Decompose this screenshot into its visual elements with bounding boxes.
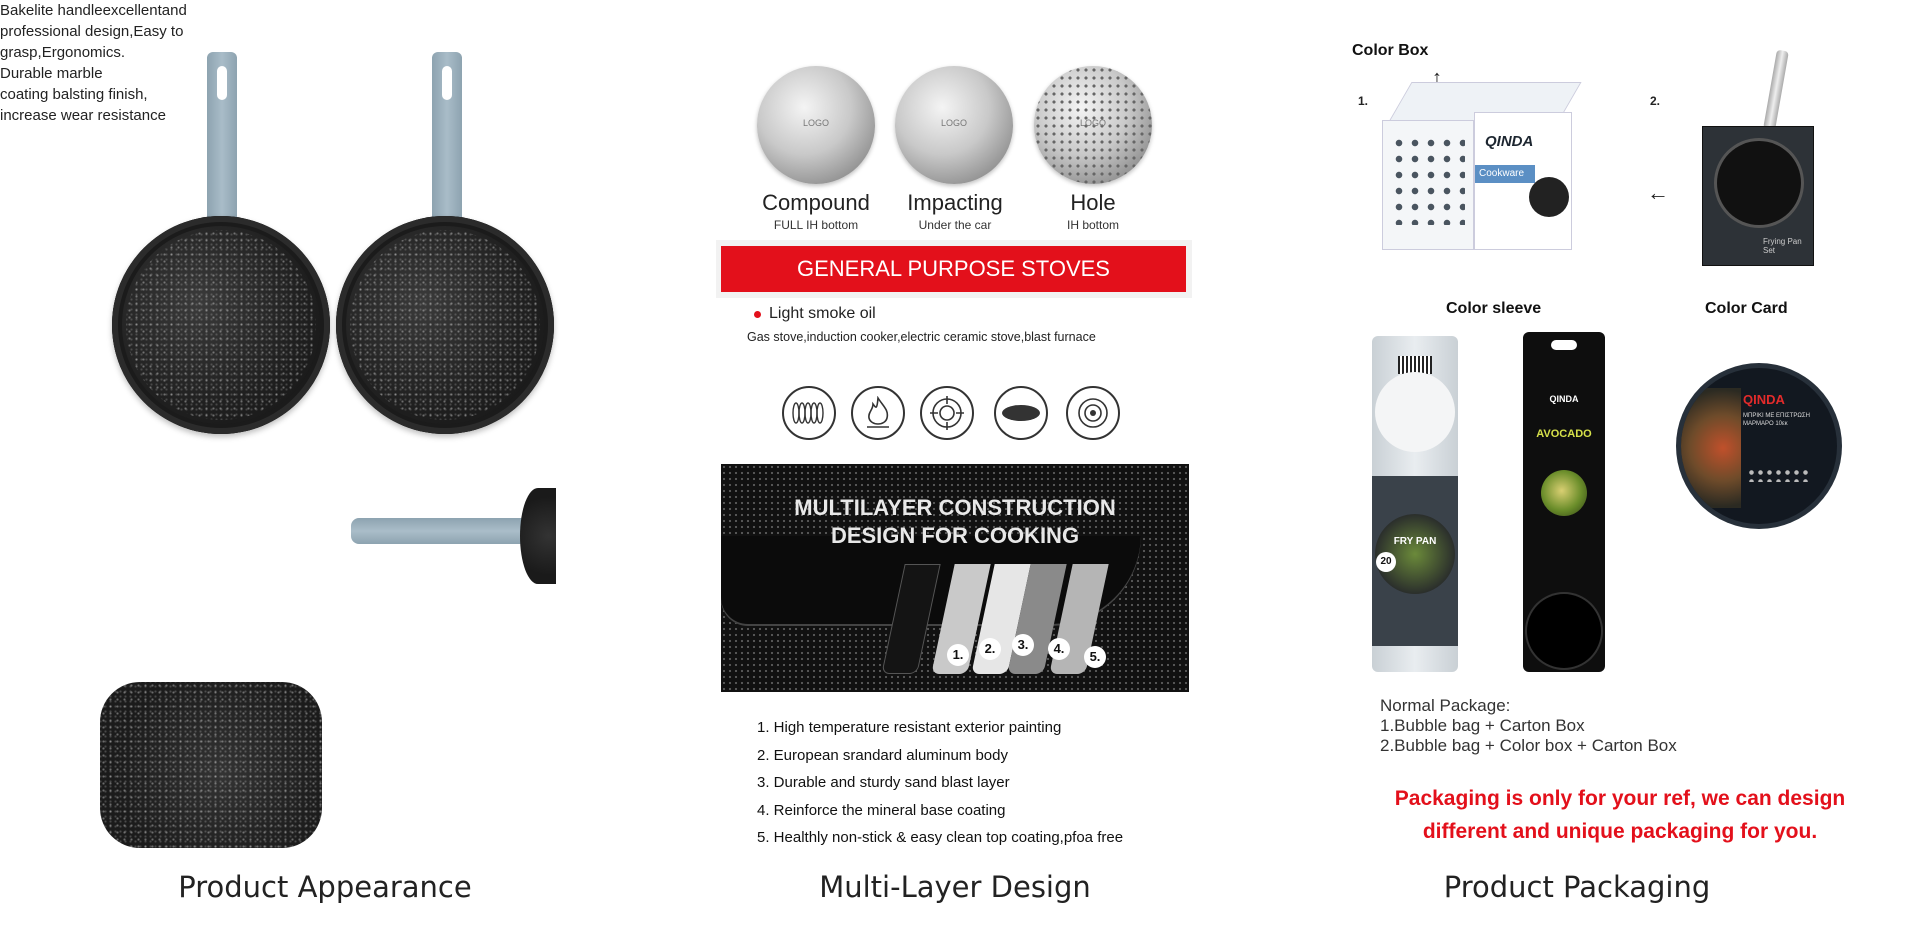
layer-number-3: 3. — [1012, 634, 1034, 656]
logo-placeholder: LOGO — [940, 118, 967, 128]
box-pan-image — [1529, 177, 1569, 217]
color-box-label: Color Box — [1352, 42, 1429, 59]
layer-list: 1. High temperature resistant exterior p… — [757, 714, 1123, 852]
layer-number-2: 2. — [979, 638, 1001, 660]
pan-handle-left — [207, 52, 237, 230]
card-food-image — [1681, 388, 1741, 508]
window-box-front: Frying Pan Set — [1702, 126, 1814, 266]
bullet-text: Light smoke oil — [769, 305, 876, 322]
multilayer-title: Multi-Layer Design — [819, 870, 1091, 904]
sleeve-hanger — [1551, 340, 1577, 350]
gas-flame-icon — [851, 386, 905, 440]
construction-title: MULTILAYER CONSTRUCTION DESIGN FOR COOKI… — [794, 495, 1116, 548]
marker-1: 1. — [1358, 94, 1369, 108]
frying-pan-image-right — [336, 216, 554, 434]
layer-item-5: 5. Healthly non-stick & easy clean top c… — [757, 829, 1124, 846]
color-card-label: Color Card — [1705, 300, 1788, 317]
sleeve-top-circle — [1375, 372, 1455, 452]
layer-number-5: 5. — [1084, 646, 1106, 668]
logo-placeholder: LOGO — [802, 118, 829, 128]
arrow-up-icon: ↑ — [1432, 67, 1442, 89]
compound-bottom-image: LOGO — [757, 66, 875, 184]
window-box-image: Frying Pan Set — [1698, 49, 1820, 268]
window-box-handle — [1763, 49, 1789, 131]
stoves-banner: GENERAL PURPOSE STOVES — [721, 246, 1186, 292]
bottom-sub-impacting: Under the car — [918, 218, 992, 232]
layer-item-1: 1. High temperature resistant exterior p… — [757, 719, 1062, 736]
color-box-image: QINDA Cookware — [1382, 82, 1582, 254]
color-sleeve-black-image: QINDA AVOCADO — [1523, 332, 1605, 672]
card-brand: QINDA — [1743, 392, 1785, 407]
stoves-list: Gas stove,induction cooker,electric cera… — [747, 330, 1096, 344]
arrow-left-icon: ← — [1647, 180, 1669, 205]
handle-side-image — [351, 518, 526, 544]
bottom-name-compound: Compound — [762, 190, 870, 215]
normal-package-title: Normal Package: — [1380, 696, 1511, 715]
layer-item-3: 3. Durable and sturdy sand blast layer — [757, 774, 1010, 791]
marble-coating-closeup — [100, 682, 322, 848]
layer-number-1: 1. — [947, 644, 969, 666]
sleeve-barcode — [1398, 356, 1432, 374]
window-box-pan — [1717, 141, 1801, 225]
bottom-name-hole: Hole — [1070, 190, 1116, 215]
ceramic-plate-icon — [994, 386, 1048, 440]
electric-hob-icon — [1066, 386, 1120, 440]
appearance-title: Product Appearance — [178, 870, 472, 904]
normal-package-item-1: 1.Bubble bag + Carton Box — [1380, 716, 1585, 735]
pan-handle-right — [432, 52, 462, 230]
induction-coil-icon — [782, 386, 836, 440]
normal-package-item-2: 2.Bubble bag + Color box + Carton Box — [1380, 736, 1677, 755]
bullet-dot — [754, 311, 761, 318]
pan-edge-image — [520, 488, 556, 584]
sleeve-avocado-text: AVOCADO — [1536, 428, 1592, 440]
layer-number-4: 4. — [1048, 638, 1070, 660]
sleeve-fry-pan-text: FRY PAN — [1393, 536, 1437, 547]
coating-description: Durable marble coating balsting finish, … — [0, 65, 166, 124]
gas-burner-icon — [920, 386, 974, 440]
brand-logo: QINDA — [1485, 133, 1534, 150]
sleeve-black-brand: QINDA — [1549, 394, 1579, 404]
sleeve-black-circle — [1527, 594, 1601, 668]
bottom-sub-hole: IH bottom — [1066, 218, 1120, 232]
multilayer-construction-image: MULTILAYER CONSTRUCTION DESIGN FOR COOKI… — [721, 464, 1189, 692]
box-front — [1382, 120, 1474, 250]
appearance-column: Bakelite handleexcellentand professional… — [0, 0, 1920, 904]
window-box-label: Frying Pan Set — [1763, 237, 1802, 255]
color-sleeve-label: Color sleeve — [1446, 300, 1542, 317]
box-side-label: Cookware — [1475, 165, 1535, 183]
layer-item-2: 2. European srandard aluminum body — [757, 746, 1008, 764]
bottom-name-impacting: Impacting — [907, 190, 1003, 215]
card-greek-text: ΜΠΡΙΚΙ ΜΕ ΕΠΙΣΤΡΩΣΗ ΜΑΡΜΑΡΟ 10εκ — [1743, 413, 1810, 427]
box-side: QINDA Cookware — [1474, 112, 1572, 250]
sleeve-size-badge: 20 — [1376, 552, 1396, 572]
packaging-disclaimer: Packaging is only for your ref, we can d… — [1394, 787, 1846, 843]
bottom-sub-compound: FULL IH bottom — [773, 218, 859, 232]
sleeve-avocado-image — [1541, 470, 1587, 516]
color-sleeve-gray-image: FRY PAN 20 — [1372, 336, 1458, 672]
card-icons — [1747, 468, 1811, 482]
color-card-image: QINDA ΜΠΡΙΚΙ ΜΕ ΕΠΙΣΤΡΩΣΗ ΜΑΡΜΑΡΟ 10εκ — [1681, 368, 1837, 524]
hole-bottom-image: LOGO — [1034, 66, 1152, 184]
marker-2: 2. — [1650, 94, 1661, 108]
impacting-bottom-image: LOGO — [895, 66, 1013, 184]
packaging-title: Product Packaging — [1443, 870, 1711, 904]
handle-description: Bakelite handleexcellentand professional… — [0, 2, 187, 61]
layer-item-4: 4. Reinforce the mineral base coating — [757, 801, 1006, 819]
frying-pan-image-left — [112, 216, 330, 434]
logo-placeholder: LOGO — [1079, 118, 1106, 128]
